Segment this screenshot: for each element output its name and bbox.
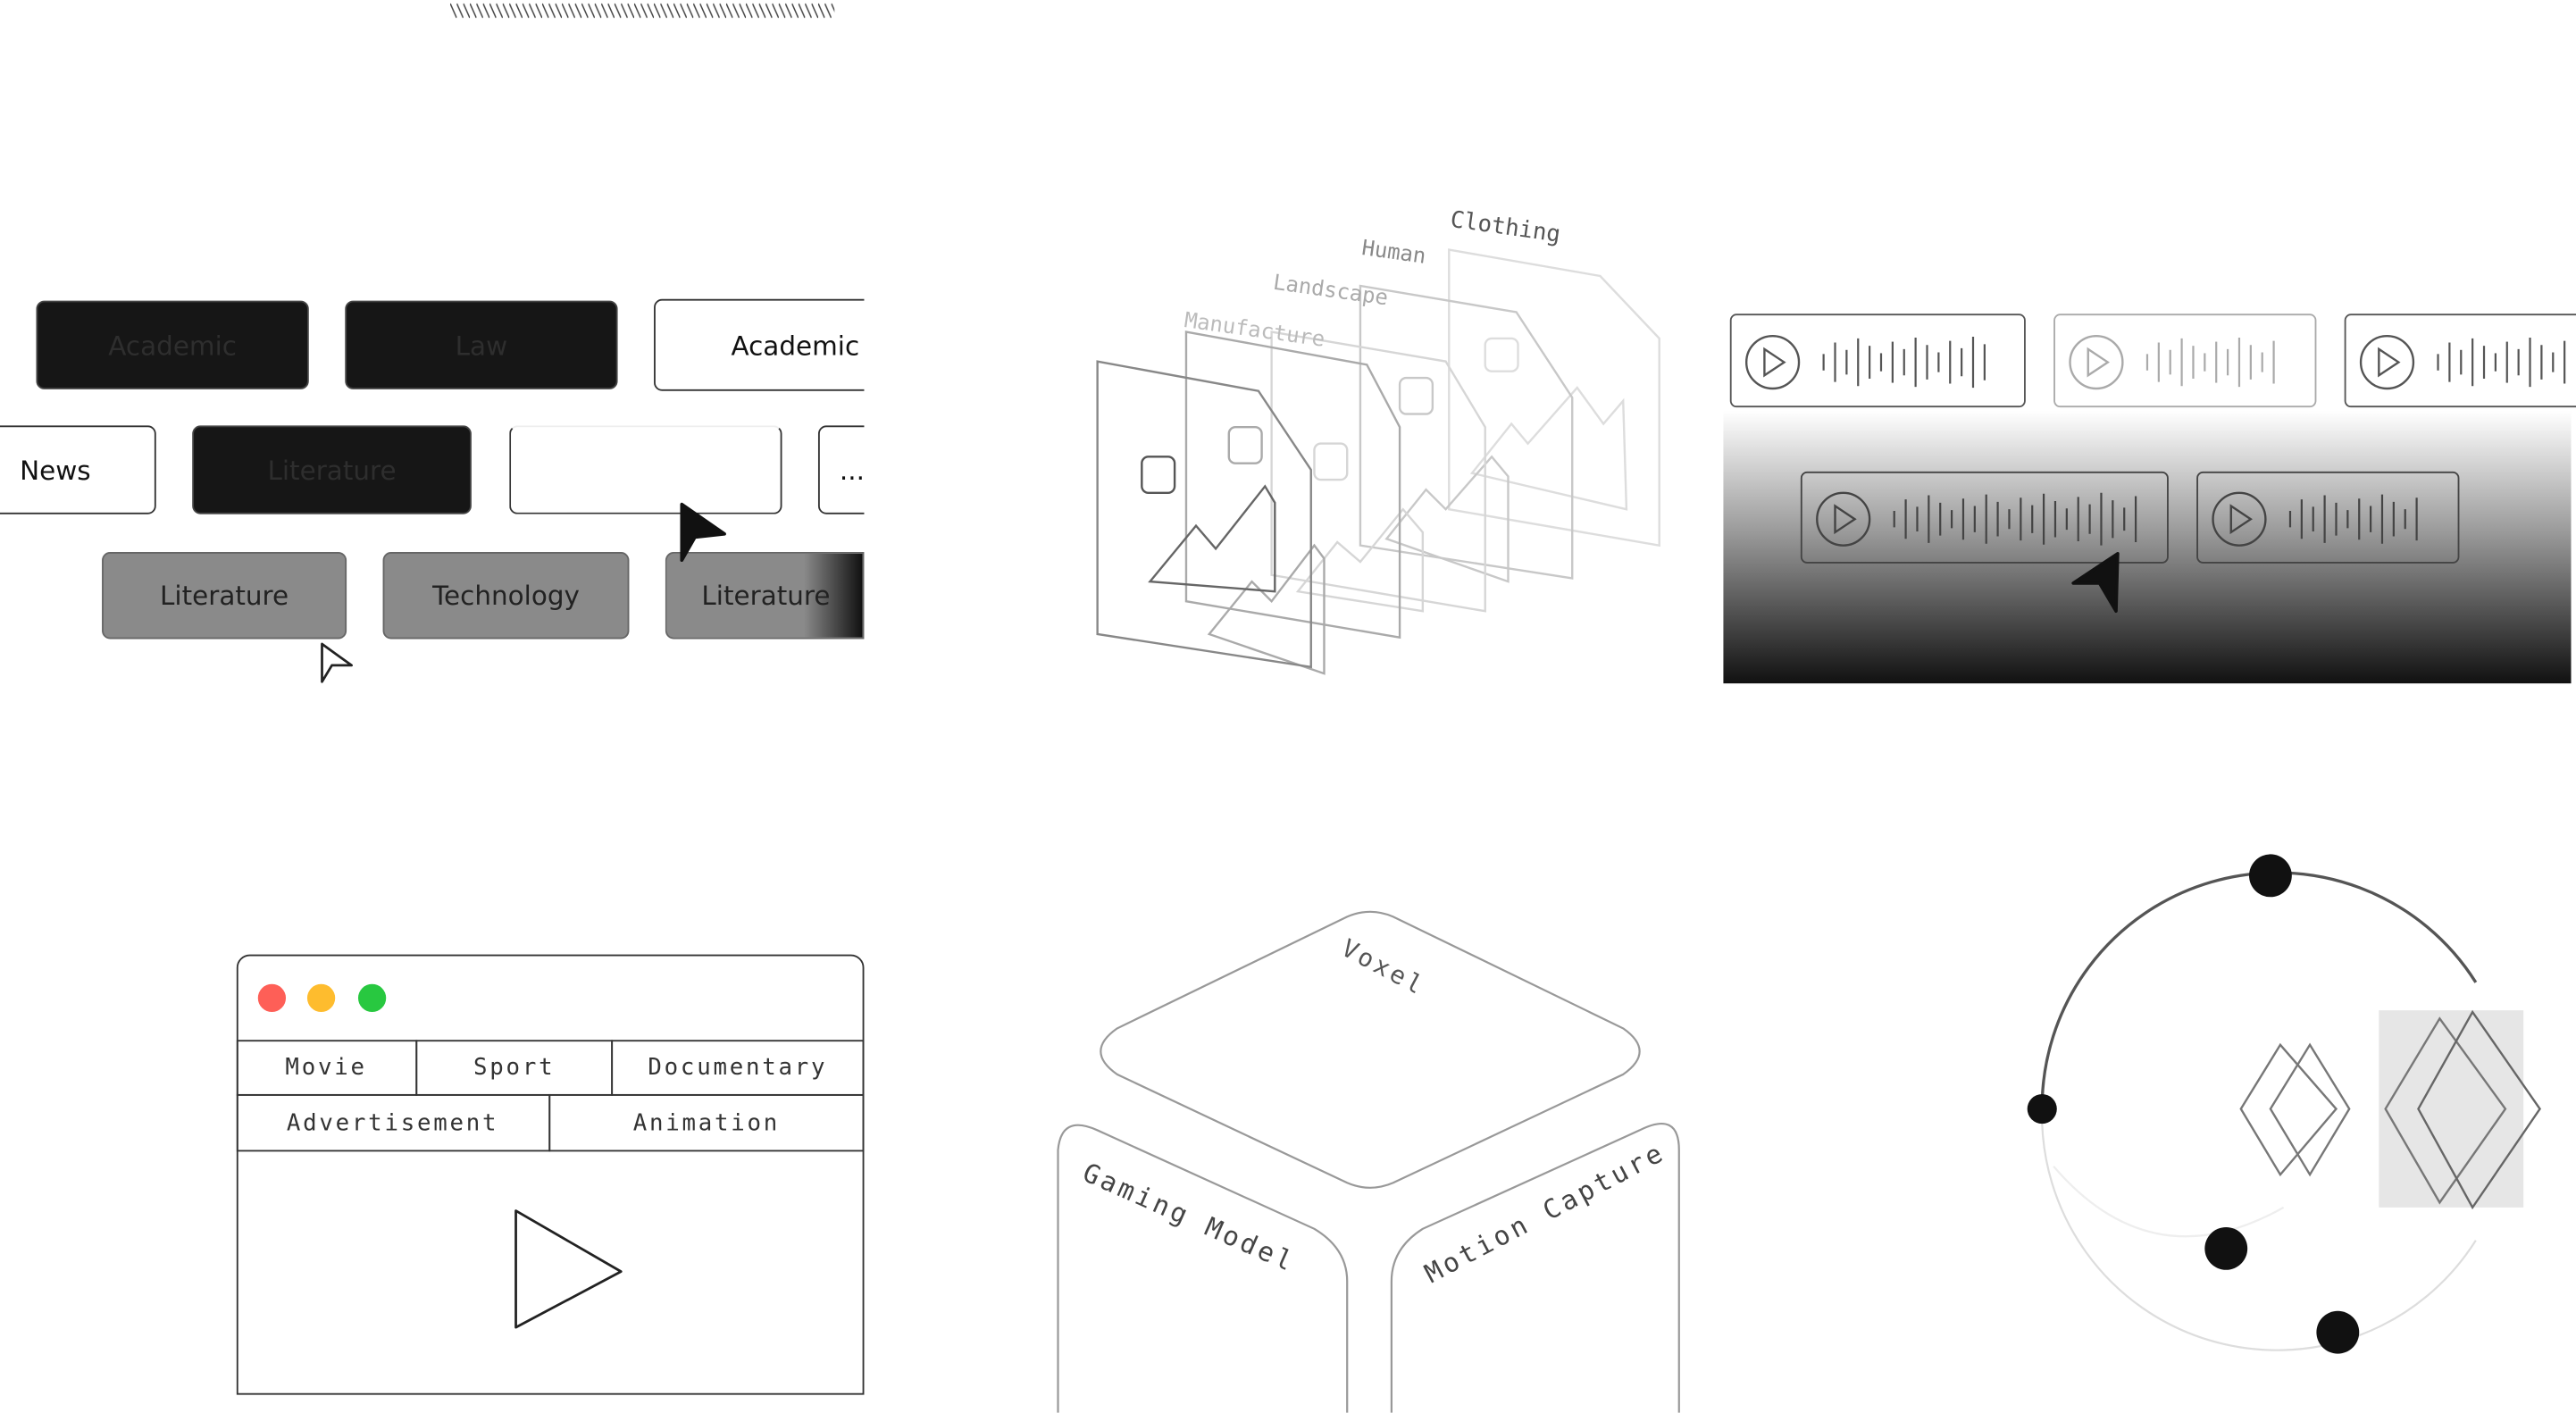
tab-sport[interactable]: Sport — [415, 1040, 614, 1096]
tab-documentary[interactable]: Documentary — [611, 1040, 865, 1096]
hatch-decoration — [449, 3, 835, 19]
layer-card-landscape — [1270, 330, 1486, 613]
play-icon — [1816, 491, 1871, 547]
play-icon — [1744, 334, 1801, 390]
tag-technology[interactable]: Technology — [382, 552, 630, 640]
cursor-outline-icon — [321, 642, 353, 683]
tab-animation[interactable]: Animation — [548, 1093, 865, 1152]
tag-academic[interactable]: Academic — [36, 300, 309, 389]
tag-literature-dark[interactable]: Literature — [192, 425, 472, 514]
play-icon — [2359, 334, 2415, 390]
cube-illustration — [1057, 910, 1680, 1413]
audio-player[interactable] — [2196, 471, 2460, 564]
cube-right-face — [1390, 1122, 1680, 1413]
audio-player[interactable] — [1729, 314, 2026, 408]
cube-top-face — [1100, 910, 1641, 1189]
play-icon[interactable] — [511, 1206, 626, 1334]
media-window: Movie Sport Documentary Advertisement An… — [235, 954, 865, 1395]
play-icon — [2212, 491, 2267, 547]
close-window-button[interactable] — [257, 983, 287, 1013]
orbit-node — [2204, 1226, 2248, 1270]
orbit-illustration — [2027, 854, 2542, 1354]
audio-gradient-panel — [1723, 410, 2572, 684]
waveform — [1744, 334, 1986, 390]
orbit-node — [2249, 854, 2292, 898]
tag-academic-outline[interactable]: Academic — [654, 298, 884, 391]
waveform — [1816, 491, 2137, 547]
tag-news[interactable]: News — [0, 425, 156, 514]
tag-literature-gray[interactable]: Literature — [102, 552, 347, 640]
waveform — [2359, 334, 2566, 390]
play-icon — [2069, 334, 2124, 390]
cursor-arrow-icon — [2071, 552, 2120, 614]
tag-empty[interactable] — [509, 425, 782, 514]
waveform — [2069, 334, 2275, 390]
audio-player[interactable] — [1800, 471, 2169, 564]
audio-player[interactable] — [2344, 314, 2576, 408]
layer-card-human — [1359, 284, 1574, 583]
layer-stack-illustration — [1096, 248, 1660, 675]
cursor-arrow-icon — [680, 502, 726, 563]
tab-movie[interactable]: Movie — [235, 1040, 417, 1096]
tag-law[interactable]: Law — [345, 300, 618, 389]
orbit-node — [2027, 1093, 2057, 1125]
layer-card-clothing — [1448, 248, 1660, 548]
tab-advertisement[interactable]: Advertisement — [235, 1093, 550, 1152]
layer-card-front — [1096, 360, 1312, 669]
orbit-node — [2316, 1310, 2360, 1354]
tag-literature-fade[interactable]: Literature — [665, 552, 865, 640]
maximize-window-button[interactable] — [357, 983, 387, 1013]
waveform — [2212, 491, 2418, 547]
cube-left-face — [1057, 1124, 1349, 1413]
minimize-window-button[interactable] — [306, 983, 336, 1013]
audio-player[interactable] — [2053, 314, 2317, 408]
layer-card-manufacture — [1184, 330, 1401, 675]
